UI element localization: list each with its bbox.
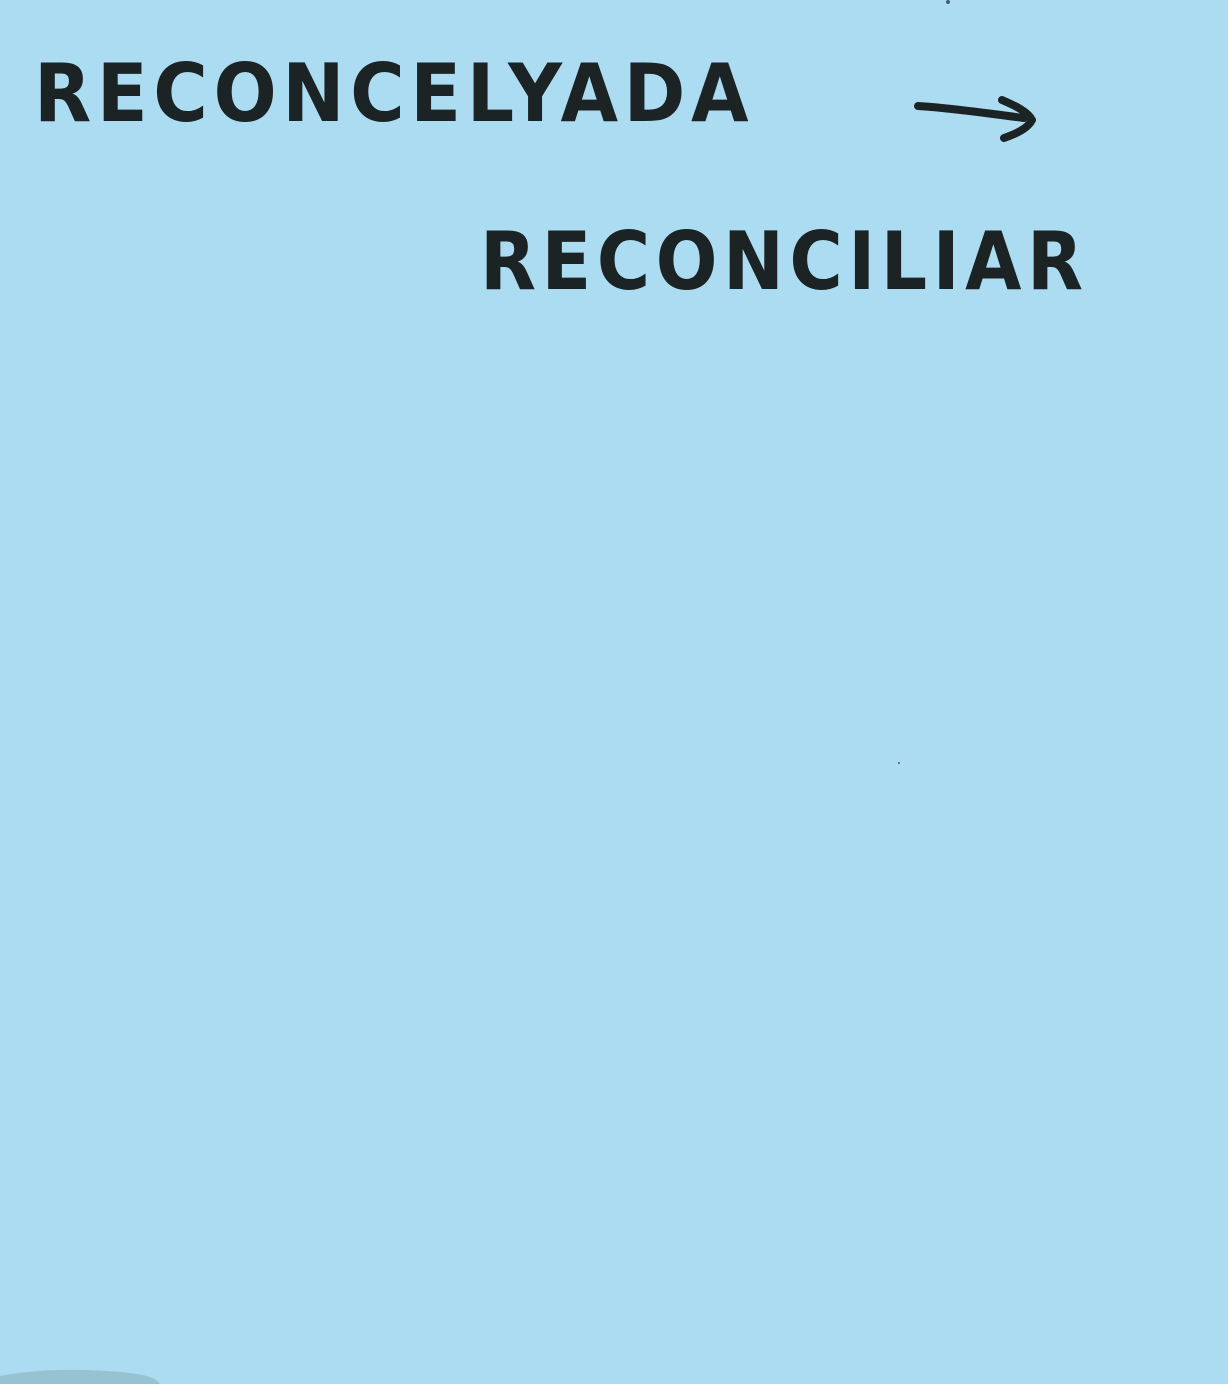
- ink-speck: [946, 0, 950, 4]
- paper-smudge: [0, 1369, 160, 1384]
- handwritten-word-correct: RECONCILIAR: [480, 215, 1089, 308]
- arrow-right-icon: [914, 96, 1036, 142]
- handwritten-word-misspelled: RECONCELYADA: [34, 47, 755, 140]
- ink-speck: [898, 762, 900, 764]
